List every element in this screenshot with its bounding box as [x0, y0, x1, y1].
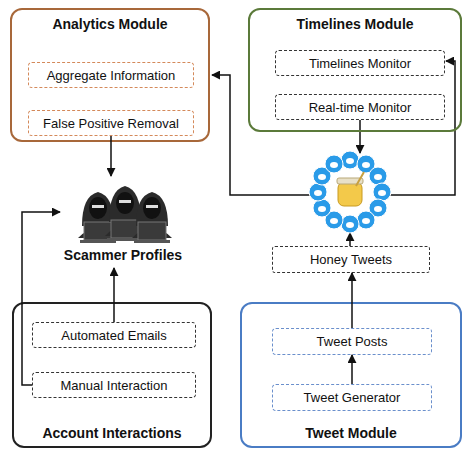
process-box: False Positive Removal: [28, 110, 194, 136]
module-box: Analytics ModuleAggregate InformationFal…: [10, 8, 210, 142]
process-box: Manual Interaction: [32, 372, 196, 398]
flow-arrow: [22, 212, 60, 385]
honeypot-wire: [388, 61, 455, 195]
process-box: Tweet Posts: [272, 328, 432, 355]
node-label: Tweet Generator: [304, 390, 401, 405]
node-label: Timelines Monitor: [309, 56, 411, 71]
process-box: Aggregate Information: [28, 62, 194, 88]
node-title: Tweet Module: [242, 425, 460, 442]
process-box: Tweet Generator: [272, 384, 432, 411]
module-box: Account Interactions Automated EmailsManu…: [12, 302, 212, 448]
node-label: Automated Emails: [61, 328, 167, 343]
actor-node: Scammer Profiles: [60, 176, 186, 268]
module-box: Timelines ModuleTimelines MonitorReal-ti…: [248, 8, 462, 132]
honeypot-wire: [349, 233, 351, 246]
flow-arrow: [351, 273, 353, 328]
process-box: Automated Emails: [32, 322, 196, 348]
node-title: Scammer Profiles: [60, 247, 186, 264]
node-title: Analytics Module: [12, 16, 208, 33]
node-label: False Positive Removal: [43, 116, 179, 131]
module-box: Tweet Module Tweet PostsTweet Generator: [240, 302, 462, 448]
honeypot-wire: [212, 75, 312, 195]
process-box: Honey Tweets: [272, 246, 430, 273]
node-label: Aggregate Information: [47, 68, 176, 83]
flow-arrow: [113, 268, 115, 322]
node-title: Timelines Module: [250, 16, 460, 33]
node-title: Account Interactions: [14, 425, 210, 442]
node-label: Manual Interaction: [61, 378, 168, 393]
flow-arrow: [110, 136, 112, 176]
node-label: Tweet Posts: [317, 334, 388, 349]
node-label: Real-time Monitor: [309, 100, 412, 115]
process-box: Timelines Monitor: [275, 50, 445, 76]
scammer-icons: [78, 186, 172, 243]
honeypot-icon: [309, 151, 391, 233]
node-label: Honey Tweets: [310, 252, 392, 267]
process-box: Real-time Monitor: [275, 94, 445, 120]
flow-arrow: [351, 355, 353, 384]
honeypot-wire: [359, 120, 361, 153]
